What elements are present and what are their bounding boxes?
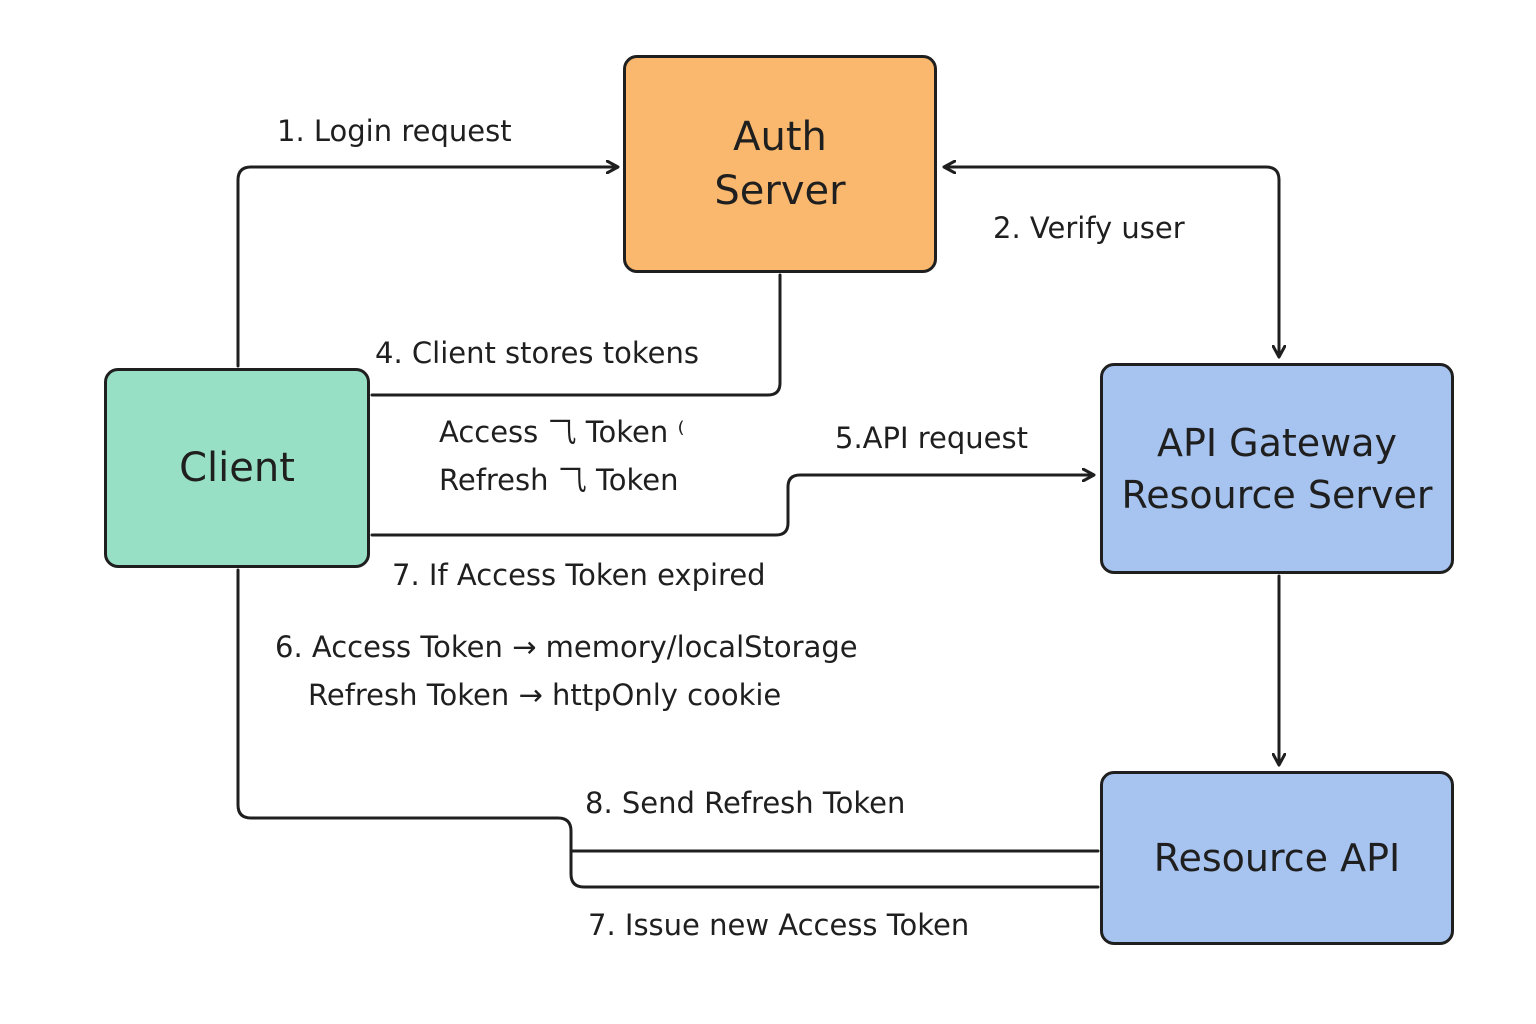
api-gateway-label: API Gateway Resource Server bbox=[1121, 420, 1433, 517]
if-access-token-expired-label: 7. If Access Token expired bbox=[392, 558, 766, 592]
resource-api-node: Resource API bbox=[1100, 771, 1454, 945]
login-request-arrow bbox=[236, 167, 617, 368]
client-stores-tokens-label: 4. Client stores tokens bbox=[375, 336, 699, 370]
refresh-token-label: Refresh ⺄ Token bbox=[439, 463, 679, 497]
client-stores-tokens-line bbox=[370, 273, 782, 397]
resource-api-label: Resource API bbox=[1153, 836, 1401, 880]
send-refresh-token-line bbox=[236, 568, 1100, 853]
verify-user-arrow bbox=[945, 167, 1279, 356]
api-request-label: 5.API request bbox=[835, 421, 1029, 455]
send-refresh-token-label: 8. Send Refresh Token bbox=[585, 786, 906, 820]
client-node: Client bbox=[104, 368, 370, 568]
client-label: Client bbox=[179, 445, 295, 491]
refresh-token-storage-label: Refresh Token → httpOnly cookie bbox=[308, 678, 782, 712]
api-gateway-node: API Gateway Resource Server bbox=[1100, 363, 1454, 574]
login-request-label: 1. Login request bbox=[277, 114, 512, 148]
verify-user-label: 2. Verify user bbox=[993, 211, 1185, 245]
access-token-storage-label: 6. Access Token → memory/localStorage bbox=[275, 630, 858, 664]
auth-server-node: Auth Server bbox=[623, 55, 937, 273]
api-request-arrow bbox=[370, 475, 1093, 537]
access-token-label: Access ⺄ Token ⁽ bbox=[439, 415, 685, 449]
issue-new-access-token-line bbox=[569, 849, 1100, 889]
auth-server-label: Auth Server bbox=[714, 114, 846, 214]
issue-new-access-token-label: 7. Issue new Access Token bbox=[588, 908, 970, 942]
